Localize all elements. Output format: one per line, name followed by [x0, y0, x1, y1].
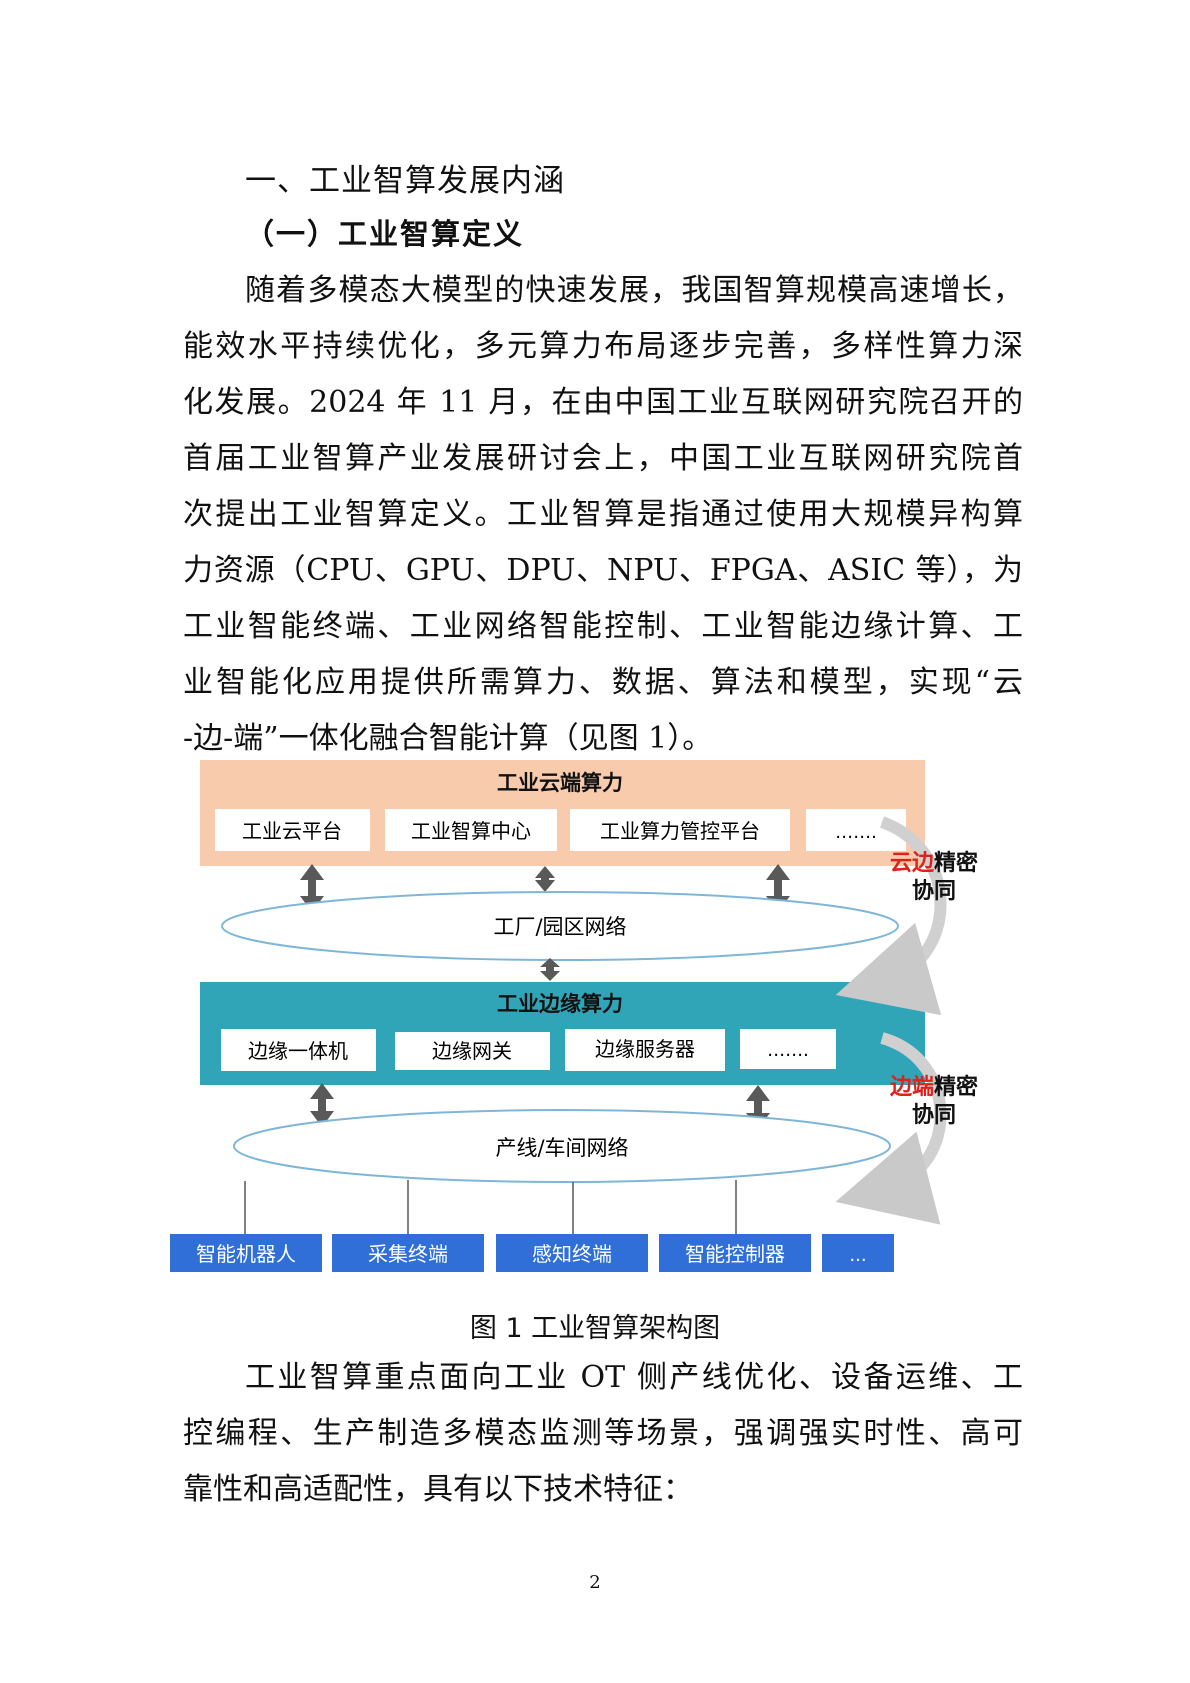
edge-item-gateway: 边缘网关 [432, 1039, 512, 1063]
curved-arrow-icon [835, 1032, 947, 1225]
paragraph-line: 次提出工业智算定义。工业智算是指通过使用大规模异构算 [183, 497, 1023, 532]
edge-layer-title: 工业边缘算力 [497, 992, 623, 1016]
terminal-connectors [244, 1180, 737, 1234]
terminal-sensing: 感知终端 [532, 1242, 612, 1266]
cloud-edge-sync-label: 云边精密 [890, 850, 978, 876]
paragraph-definition: 随着多模态大模型的快速发展，我国智算规模高速增长， 能效水平持续优化，多元算力布… [183, 263, 1023, 767]
edge-end-red: 边端 [889, 1075, 934, 1100]
paragraph-line: -边-端”一体化融合智能计算（见图 1）。 [183, 721, 713, 756]
paragraph-line: 首届工业智算产业发展研讨会上，中国工业互联网研究院首 [183, 441, 1023, 476]
paragraph-line: 能效水平持续优化，多元算力布局逐步完善，多样性算力深 [183, 329, 1023, 364]
architecture-diagram: 工业云端算力 工业云平台 工业智算中心 工业算力管控平台 ……. 工厂/园区网络… [170, 760, 978, 1272]
cloud-item-cloud-platform: 工业云平台 [242, 819, 342, 843]
cloud-item-control-platform: 工业算力管控平台 [600, 819, 760, 843]
terminal-box [170, 1234, 322, 1272]
terminal-robot: 智能机器人 [196, 1242, 296, 1266]
paragraph-features: 工业智算重点面向工业 OT 侧产线优化、设备运维、工 控编程、生产制造多模态监测… [183, 1350, 1023, 1518]
edge-item-box [565, 1029, 725, 1071]
edge-end-sync-line2: 协同 [912, 1103, 956, 1128]
page-number: 2 [589, 1572, 601, 1593]
paragraph-line: 随着多模态大模型的快速发展，我国智算规模高速增长， [245, 273, 1023, 308]
terminal-box [822, 1234, 894, 1272]
edge-item-box [221, 1029, 376, 1071]
cloud-item-more: ……. [835, 822, 877, 843]
paragraph-line: 靠性和高适配性，具有以下技术特征： [183, 1472, 693, 1507]
terminal-box [659, 1234, 811, 1272]
paragraph-line: 工业智算重点面向工业 OT 侧产线优化、设备运维、工 [245, 1360, 1023, 1395]
curved-arrow-icon [835, 816, 947, 1016]
subsection-heading: （一）工业智算定义 [245, 217, 525, 251]
paragraph-line: 力资源（CPU、GPU、DPU、NPU、FPGA、ASIC 等），为 [183, 553, 1023, 588]
paragraph-line: 业智能化应用提供所需算力、数据、算法和模型，实现“云 [183, 665, 1023, 700]
terminal-box [332, 1234, 484, 1272]
edge-item-integrated-machine: 边缘一体机 [248, 1039, 348, 1063]
edge-end-sync-label: 边端精密 [889, 1074, 978, 1100]
edge-item-box [740, 1029, 836, 1069]
edge-item-server: 边缘服务器 [595, 1037, 695, 1061]
cloud-edge-sync-line2: 协同 [912, 879, 956, 904]
terminal-collection: 采集终端 [368, 1242, 448, 1266]
cloud-item-computing-center: 工业智算中心 [411, 819, 531, 843]
paragraph-line: 化发展。2024 年 11 月，在由中国工业互联网研究院召开的 [183, 385, 1023, 420]
figure-caption: 图 1 工业智算架构图 [469, 1313, 721, 1344]
cloud-layer-title: 工业云端算力 [497, 771, 623, 795]
section-heading: 一、工业智算发展内涵 [245, 163, 565, 199]
cloud-item-box [215, 809, 370, 851]
double-arrow-icon [540, 958, 560, 981]
edge-end-black: 精密 [934, 1074, 978, 1100]
factory-network-label: 工厂/园区网络 [493, 915, 626, 939]
terminal-more: ... [849, 1245, 866, 1266]
paragraph-line: 控编程、生产制造多模态监测等场景，强调强实时性、高可 [183, 1416, 1023, 1451]
cloud-edge-red: 云边 [890, 851, 935, 876]
cloud-edge-black: 精密 [934, 850, 978, 876]
paragraph-line: 工业智能终端、工业网络智能控制、工业智能边缘计算、工 [183, 609, 1023, 644]
terminal-controller: 智能控制器 [685, 1242, 785, 1266]
terminal-box [496, 1234, 648, 1272]
edge-item-more: ……. [767, 1040, 809, 1061]
cloud-item-box [570, 809, 790, 851]
edge-item-box [395, 1032, 550, 1070]
cloud-item-box [385, 809, 557, 851]
line-network-label: 产线/车间网络 [495, 1136, 628, 1160]
